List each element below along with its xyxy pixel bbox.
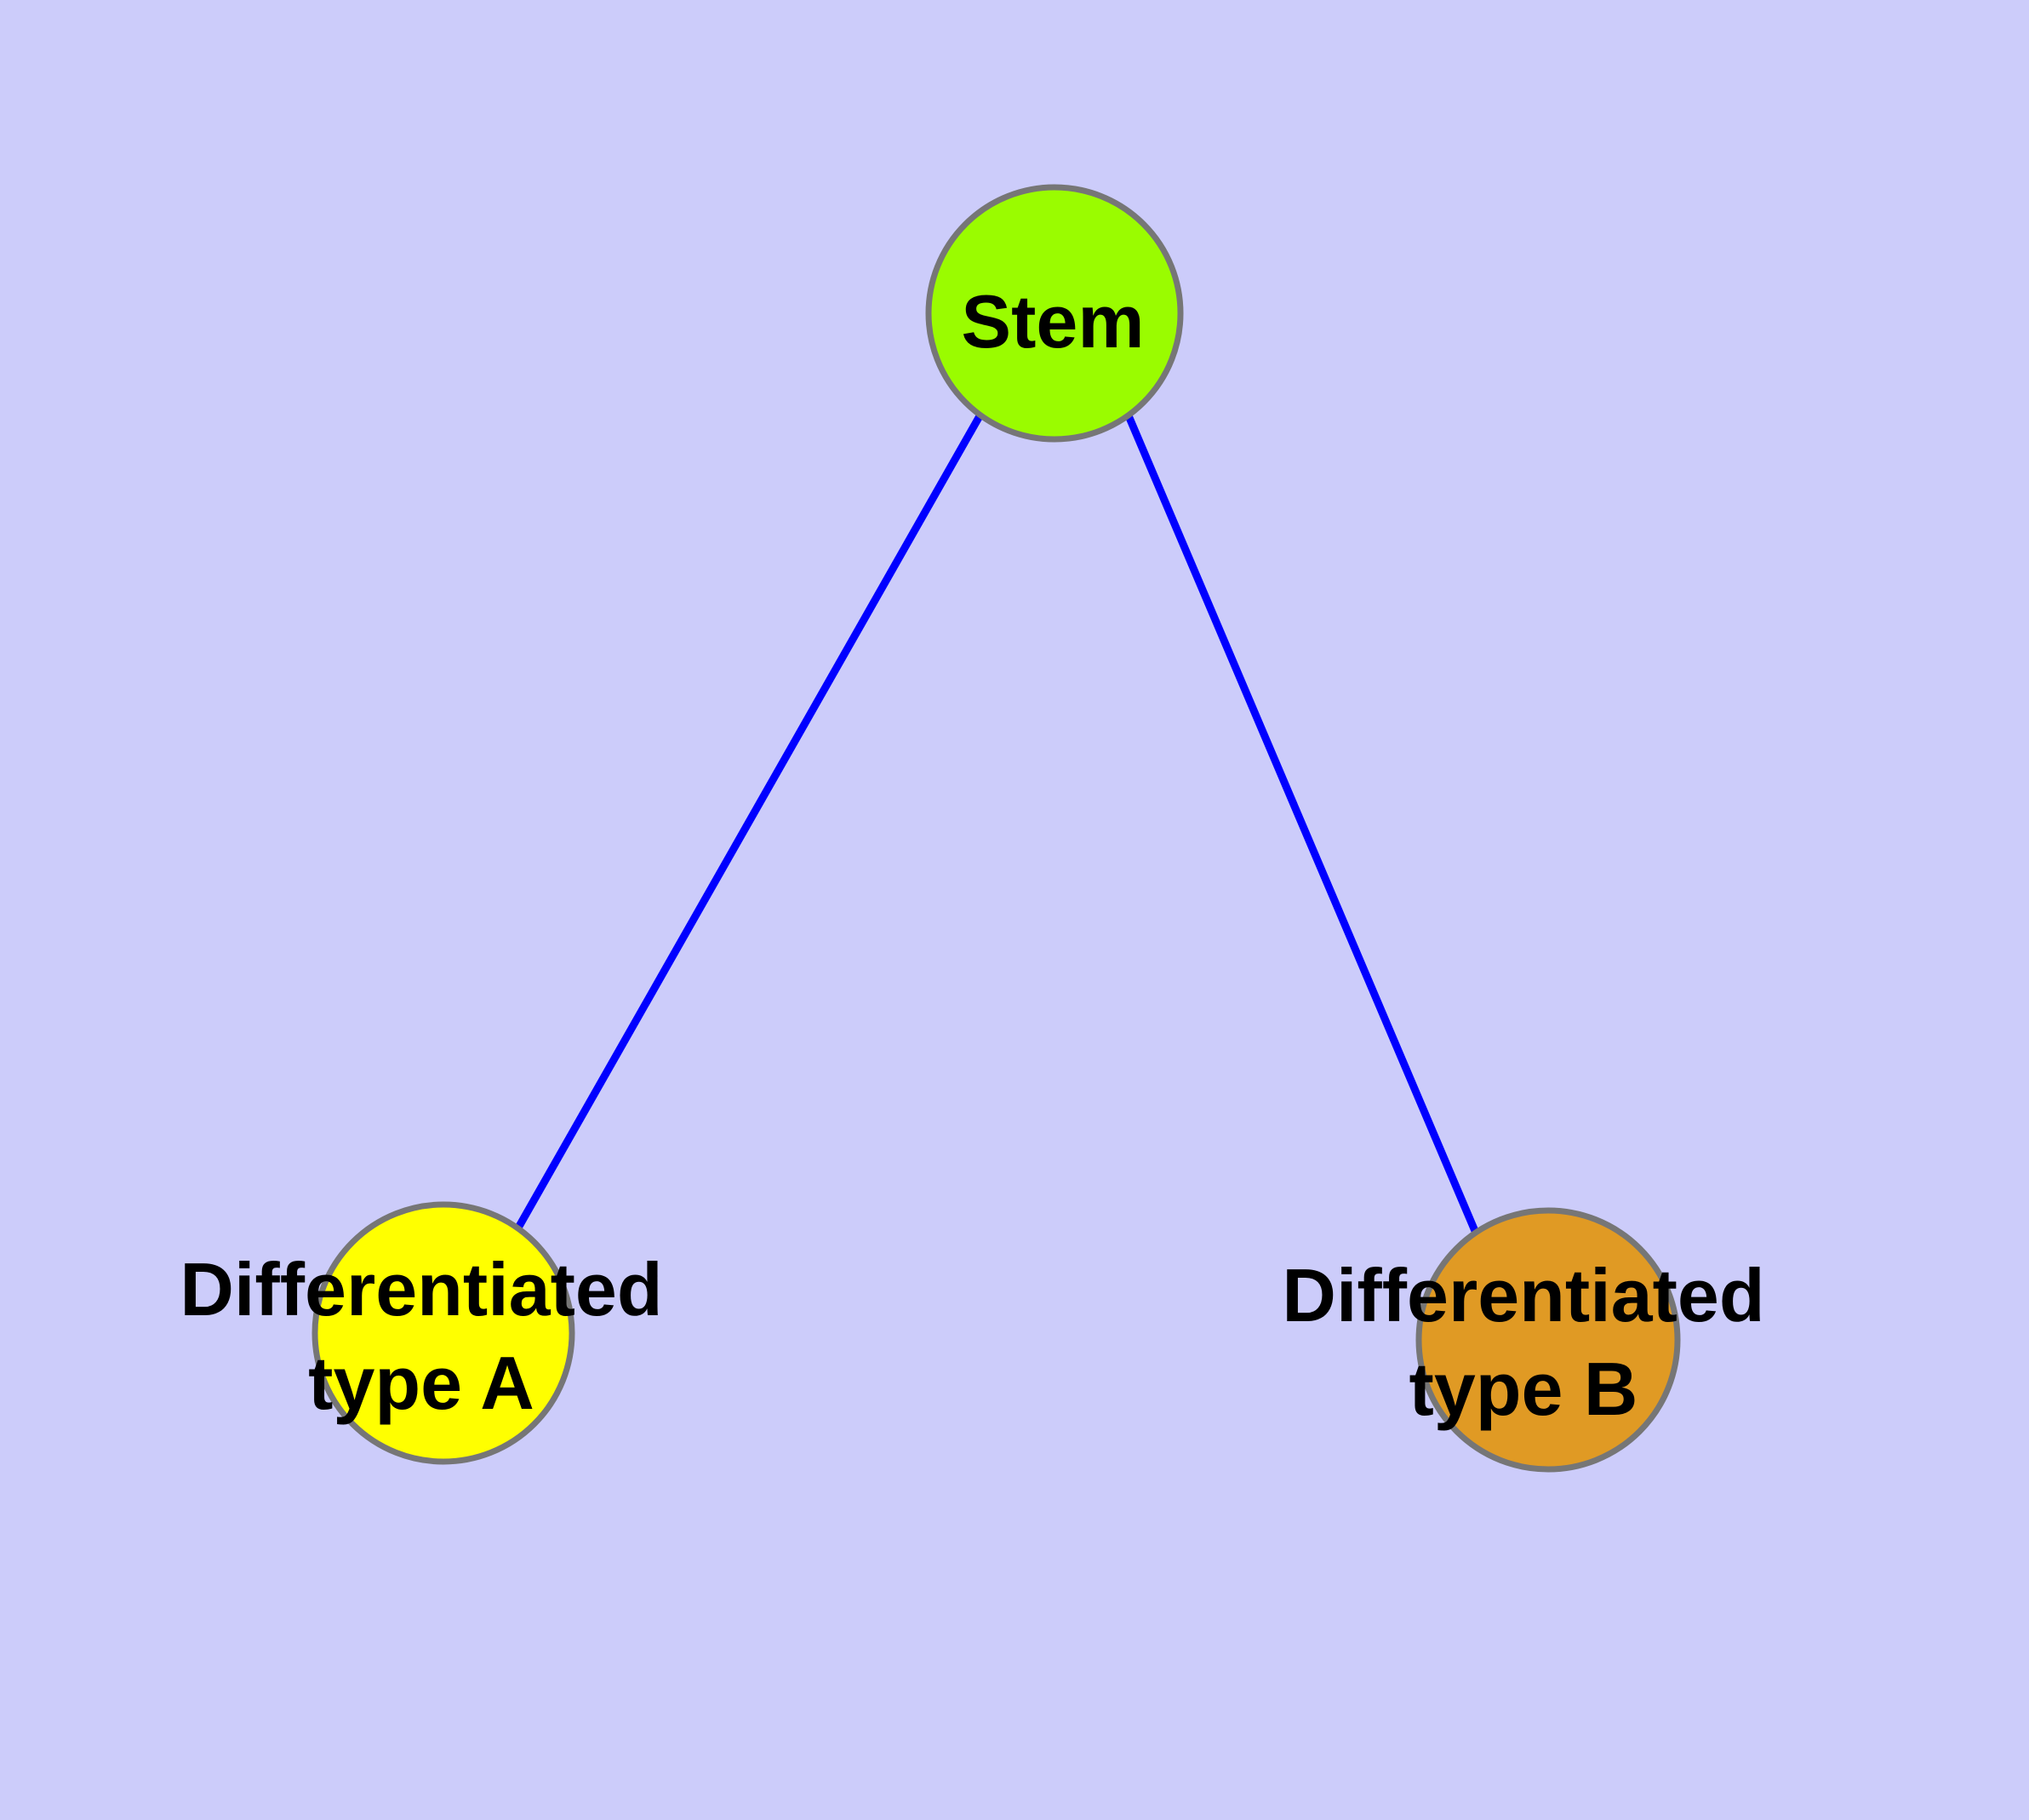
graph-edge-stem-to-diff-a — [514, 412, 984, 1232]
graph-node-stem[interactable] — [925, 184, 1184, 443]
node-label-diff-b-line1: Differentiated — [1282, 1253, 1764, 1337]
node-label-diff-a-line1: Differentiated — [180, 1247, 662, 1331]
graph-node-diff-a[interactable] — [311, 1201, 575, 1465]
nodes-layer — [311, 184, 1681, 1473]
edges-layer — [514, 412, 1482, 1239]
graph-node-diff-b[interactable] — [1415, 1207, 1681, 1473]
node-label-stem-line1: Stem — [961, 279, 1144, 363]
node-label-diff-a-line2: type A — [308, 1341, 534, 1425]
graph-edge-stem-to-diff-b — [1123, 412, 1482, 1239]
node-label-diff-b-line2: type B — [1409, 1347, 1638, 1431]
